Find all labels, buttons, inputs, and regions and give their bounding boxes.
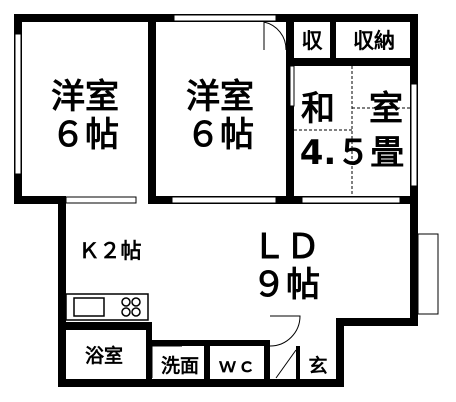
ld-name: ＬＤ	[252, 227, 320, 267]
washroom-label: 洗面	[161, 354, 199, 377]
windows	[14, 14, 439, 315]
cupboard-label: 収納	[353, 29, 395, 53]
ld-size: ９帖	[252, 265, 320, 305]
western-room-1-name: 洋室	[51, 77, 119, 117]
japanese-room-name: 和 室	[301, 89, 403, 129]
doors	[151, 21, 301, 379]
entrance-label: 玄	[308, 354, 327, 377]
wc-label: ｗｃ	[218, 355, 256, 377]
western-room-2-name: 洋室	[186, 77, 254, 117]
closet-label: 収	[302, 29, 324, 53]
japanese-room-size: 4.５畳	[300, 133, 405, 173]
bath-label: 浴室	[85, 344, 123, 367]
western-room-1-size: ６帖	[51, 115, 119, 155]
western-room-2-size: ６帖	[186, 115, 254, 155]
tatami-lines	[294, 66, 410, 196]
kitchen-label: Ｋ２帖	[79, 239, 142, 263]
kitchen-counter	[65, 293, 149, 321]
